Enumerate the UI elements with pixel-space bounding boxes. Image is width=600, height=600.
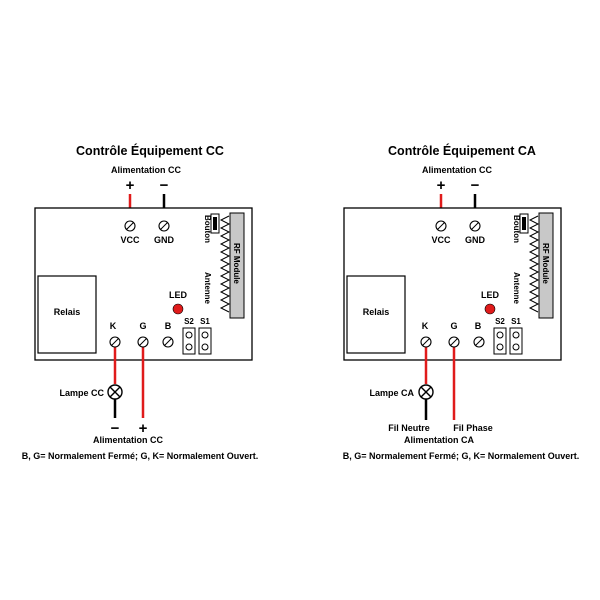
ac-lamp: [418, 384, 434, 400]
ac-rf-module: [538, 212, 554, 319]
dc-rf-module-label: RF Module: [232, 243, 241, 284]
dc-b-terminal: [162, 336, 174, 348]
ac-diagram: Contrôle Équipement CA Alimentation CC +…: [343, 143, 580, 461]
ac-bottom-power-label: Alimentation CA: [404, 435, 475, 445]
dc-k-label: K: [110, 321, 117, 331]
ac-k-terminal: [420, 336, 432, 348]
ac-g-terminal: [448, 336, 460, 348]
dc-s1-pin-top: [201, 331, 209, 339]
dc-relay: [37, 275, 97, 354]
dc-g-terminal: [137, 336, 149, 348]
dc-gnd-label: GND: [154, 235, 175, 245]
dc-s2-pin-bottom: [185, 343, 193, 351]
dc-led-label: LED: [169, 290, 188, 300]
dc-k-terminal: [109, 336, 121, 348]
dc-s1-label: S1: [200, 317, 210, 326]
ac-g-label: G: [450, 321, 457, 331]
dc-title: Contrôle Équipement CC: [76, 143, 224, 158]
dc-bottom-power-label: Alimentation CC: [93, 435, 164, 445]
dc-vcc-label: VCC: [120, 235, 140, 245]
ac-antenna: [528, 215, 540, 313]
dc-b-label: B: [165, 321, 172, 331]
dc-s2-pin-top: [185, 331, 193, 339]
dc-gnd-terminal: [158, 220, 170, 232]
ac-s1-pin-bottom: [512, 343, 520, 351]
ac-b-terminal: [473, 336, 485, 348]
dc-s1-pin-bottom: [201, 343, 209, 351]
ac-button-label: Bouton: [512, 215, 521, 243]
dc-relay-label: Relais: [54, 307, 81, 317]
dc-power-label: Alimentation CC: [111, 165, 182, 175]
dc-bottom-plus-sign: +: [139, 420, 148, 437]
ac-gnd-label: GND: [465, 235, 486, 245]
ac-relay-label: Relais: [363, 307, 390, 317]
ac-s2-label: S2: [495, 317, 505, 326]
dc-rf-module: [229, 212, 245, 319]
ac-s2-pin-top: [496, 331, 504, 339]
ac-minus-sign: −: [471, 177, 480, 194]
dc-s2-label: S2: [184, 317, 194, 326]
dc-button-knob: [213, 217, 217, 230]
ac-led: [484, 303, 496, 315]
ac-s1-label: S1: [511, 317, 521, 326]
ac-power-label: Alimentation CC: [422, 165, 493, 175]
ac-b-label: B: [475, 321, 482, 331]
ac-k-label: K: [422, 321, 429, 331]
dc-lamp: [107, 384, 123, 400]
ac-s1-pin-top: [512, 331, 520, 339]
dc-button-label: Bouton: [203, 215, 212, 243]
ac-phase-label: Fil Phase: [453, 423, 493, 433]
dc-led: [172, 303, 184, 315]
ac-button-knob: [522, 217, 526, 230]
ac-neutral-label: Fil Neutre: [388, 423, 430, 433]
ac-led-label: LED: [481, 290, 500, 300]
ac-vcc-terminal: [435, 220, 447, 232]
ac-title: Contrôle Équipement CA: [388, 143, 536, 158]
dc-minus-sign: −: [160, 177, 169, 194]
dc-note: B, G= Normalement Fermé; G, K= Normaleme…: [22, 451, 259, 461]
ac-note: B, G= Normalement Fermé; G, K= Normaleme…: [343, 451, 580, 461]
dc-vcc-terminal: [124, 220, 136, 232]
ac-gnd-terminal: [469, 220, 481, 232]
dc-lamp-label: Lampe CC: [59, 388, 104, 398]
ac-lamp-label: Lampe CA: [369, 388, 414, 398]
dc-bottom-minus-sign: −: [111, 420, 120, 437]
dc-diagram: Contrôle Équipement CC Alimentation CC +…: [22, 143, 259, 461]
ac-rf-module-label: RF Module: [541, 243, 550, 284]
ac-antenna-label: Antenne: [512, 272, 521, 305]
dc-antenna-label: Antenne: [203, 272, 212, 305]
ac-relay: [346, 275, 406, 354]
ac-s2-pin-bottom: [496, 343, 504, 351]
dc-g-label: G: [139, 321, 146, 331]
dc-plus-sign: +: [126, 177, 135, 194]
dc-antenna: [219, 215, 231, 313]
ac-vcc-label: VCC: [431, 235, 451, 245]
ac-plus-sign: +: [437, 177, 446, 194]
